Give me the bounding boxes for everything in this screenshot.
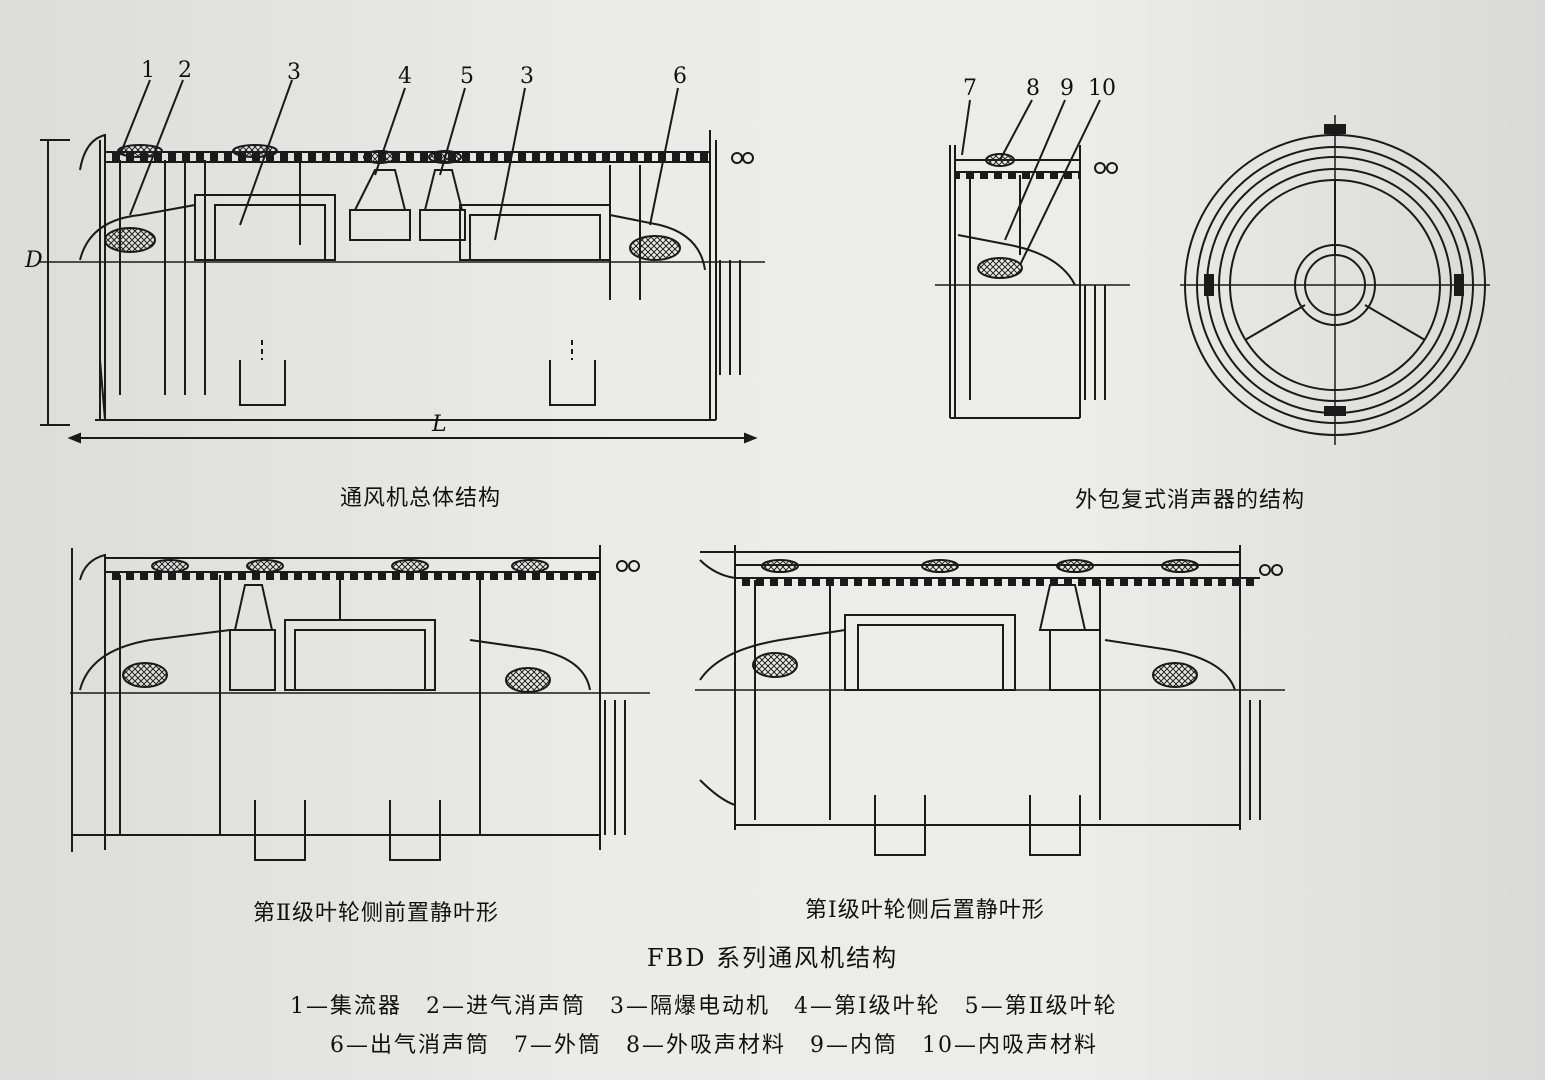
- dimension-l: L: [432, 412, 447, 437]
- callout-2: 2: [178, 58, 192, 83]
- callout-1: 1: [141, 58, 155, 83]
- legend-row-1: 1—集流器 2—进气消声筒 3—隔爆电动机 4—第Ⅰ级叶轮 5—第Ⅱ级叶轮: [290, 994, 1118, 1019]
- callout-3b: 3: [520, 64, 534, 89]
- callout-10: 10: [1088, 76, 1116, 101]
- rear-vane-drawing: [695, 545, 1285, 856]
- caption-silencer: 外包复式消声器的结构: [1075, 488, 1306, 513]
- circular-section-drawing: [1180, 115, 1490, 445]
- overall-structure-drawing: [40, 79, 765, 444]
- silencer-structure-drawing: [935, 99, 1130, 419]
- callout-9: 9: [1060, 76, 1074, 101]
- callout-5: 5: [460, 64, 474, 89]
- caption-rear-vane: 第Ⅰ级叶轮侧后置静叶形: [805, 898, 1045, 923]
- figure-title: FBD 系列通风机结构: [646, 944, 899, 972]
- legend-row-2: 6—出气消声筒 7—外筒 8—外吸声材料 9—内筒 10—内吸声材料: [330, 1033, 1098, 1058]
- caption-overall: 通风机总体结构: [340, 486, 502, 511]
- callout-3a: 3: [287, 60, 301, 85]
- caption-front-vane: 第Ⅱ级叶轮侧前置静叶形: [253, 901, 499, 926]
- front-vane-drawing: [70, 545, 650, 861]
- callout-6: 6: [673, 64, 687, 89]
- callout-4: 4: [398, 64, 412, 89]
- callout-7: 7: [963, 76, 977, 101]
- dimension-d: D: [25, 248, 43, 273]
- callout-8: 8: [1026, 76, 1040, 101]
